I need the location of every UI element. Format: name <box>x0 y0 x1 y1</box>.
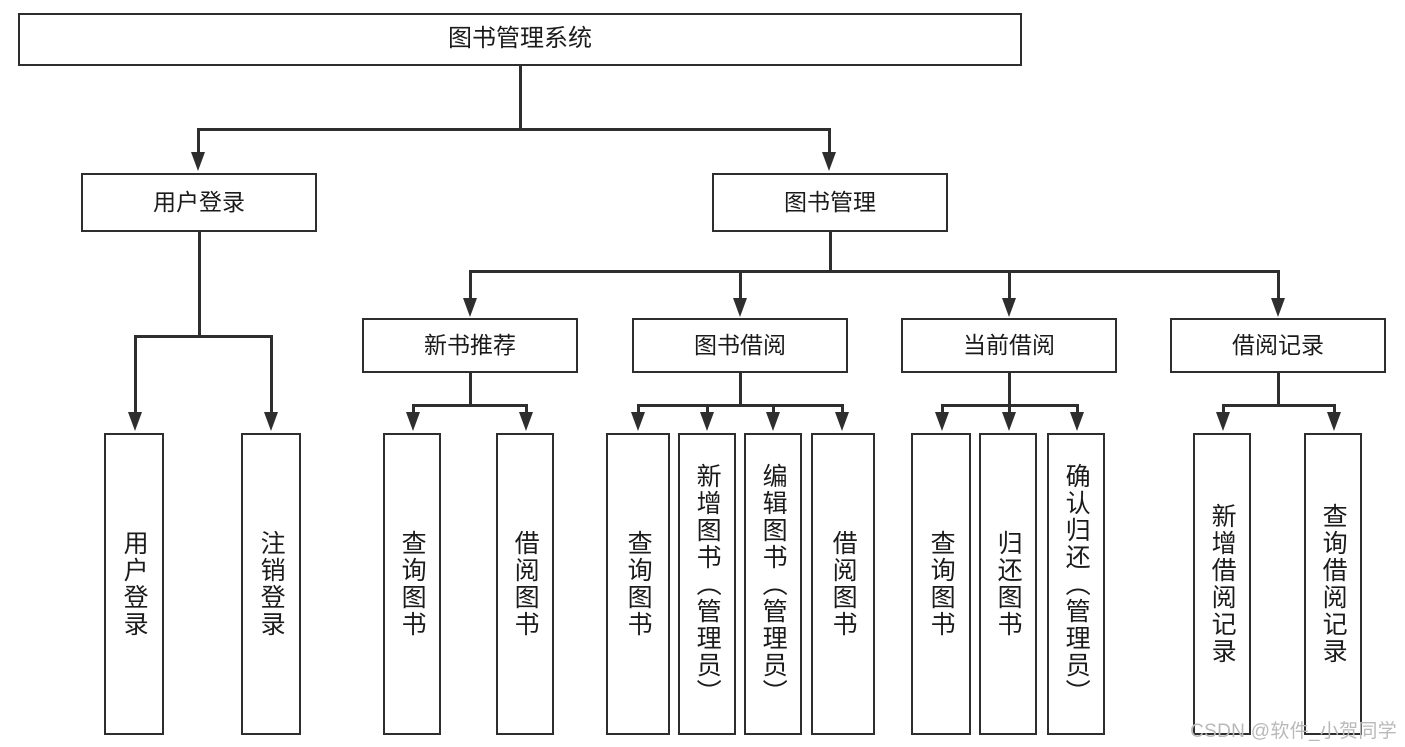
connector-level3-drop-3 <box>1008 270 1011 300</box>
connector-new-book-drop-2 <box>525 404 528 414</box>
leaf-add-book-admin[interactable]: 新增图书（管理员） <box>678 433 736 735</box>
leaf-query-book-3[interactable]: 查询图书 <box>911 433 971 735</box>
node-label: 当前借阅 <box>963 331 1055 358</box>
node-label: 确认归还（管理员） <box>1062 462 1091 706</box>
connector-book-borrow-drop-4 <box>841 404 844 414</box>
connector-book-borrow-drop-1 <box>637 404 640 414</box>
arrow-to-leaf-add-record <box>1216 412 1230 431</box>
node-label: 编辑图书（管理员） <box>759 462 788 706</box>
leaf-borrow-book-2[interactable]: 借阅图书 <box>811 433 875 735</box>
node-label: 图书管理系统 <box>448 25 592 53</box>
leaf-query-book-1[interactable]: 查询图书 <box>383 433 441 735</box>
leaf-borrow-book-1[interactable]: 借阅图书 <box>496 433 554 735</box>
arrow-to-new-book <box>463 298 477 317</box>
node-label: 图书借阅 <box>694 331 786 358</box>
arrow-to-book-borrow <box>733 298 747 317</box>
node-label: 查询借阅记录 <box>1319 503 1348 665</box>
leaf-edit-book-admin[interactable]: 编辑图书（管理员） <box>744 433 802 735</box>
arrow-to-user-login <box>191 152 205 171</box>
arrow-to-current-borrow <box>1002 298 1016 317</box>
connector-level2-drop-left <box>197 128 200 154</box>
arrow-to-leaf-query-book-2 <box>631 412 645 431</box>
leaf-logout[interactable]: 注销登录 <box>241 433 301 735</box>
connector-user-login-drop-1 <box>134 335 137 414</box>
connector-book-borrow-drop-3 <box>772 404 775 414</box>
connector-new-book-drop-1 <box>412 404 415 414</box>
leaf-query-borrow-record[interactable]: 查询借阅记录 <box>1304 433 1362 735</box>
connector-new-book-bar <box>412 404 527 407</box>
node-label: 查询图书 <box>624 530 653 638</box>
watermark-text: CSDN @软件_小贺同学 <box>1190 721 1397 742</box>
node-label: 注销登录 <box>257 530 286 638</box>
connector-current-borrow-drop-1 <box>941 404 944 414</box>
node-label: 新书推荐 <box>424 331 516 358</box>
arrow-to-leaf-edit-book <box>766 412 780 431</box>
node-new-book-recommend[interactable]: 新书推荐 <box>362 318 578 373</box>
connector-root-stem <box>519 66 522 128</box>
leaf-add-borrow-record[interactable]: 新增借阅记录 <box>1193 433 1251 735</box>
connector-book-borrow-stem <box>739 373 742 404</box>
node-label: 借阅记录 <box>1232 331 1324 358</box>
leaf-return-book[interactable]: 归还图书 <box>979 433 1037 735</box>
node-borrow-record[interactable]: 借阅记录 <box>1170 318 1386 373</box>
arrow-to-leaf-add-book <box>700 412 714 431</box>
node-label: 查询图书 <box>398 530 427 638</box>
arrow-to-borrow-record <box>1271 298 1285 317</box>
connector-book-manage-stem <box>829 232 832 270</box>
connector-user-login-bar <box>134 335 272 338</box>
node-root-system[interactable]: 图书管理系统 <box>18 13 1022 66</box>
node-label: 借阅图书 <box>829 530 858 638</box>
node-label: 归还图书 <box>994 530 1023 638</box>
node-label: 新增图书（管理员） <box>693 462 722 706</box>
connector-current-borrow-drop-2 <box>1008 404 1011 414</box>
connector-current-borrow-stem <box>1008 373 1011 404</box>
arrow-to-leaf-confirm-return <box>1070 412 1084 431</box>
arrow-to-leaf-borrow-book-2 <box>835 412 849 431</box>
arrow-to-leaf-return-book <box>1002 412 1016 431</box>
node-label: 图书管理 <box>784 188 876 215</box>
connector-level3-drop-1 <box>469 270 472 300</box>
node-user-login[interactable]: 用户登录 <box>81 173 317 232</box>
leaf-query-book-2[interactable]: 查询图书 <box>606 433 670 735</box>
node-label: 查询图书 <box>927 530 956 638</box>
connector-new-book-stem <box>469 373 472 404</box>
connector-level3-drop-2 <box>739 270 742 300</box>
arrow-to-book-manage <box>822 152 836 171</box>
node-label: 新增借阅记录 <box>1208 503 1237 665</box>
connector-borrow-record-drop-1 <box>1222 404 1225 414</box>
connector-level2-drop-right <box>828 128 831 154</box>
arrow-to-leaf-borrow-book-1 <box>519 412 533 431</box>
connector-level2-bar <box>197 128 831 131</box>
connector-current-borrow-drop-3 <box>1076 404 1079 414</box>
node-label: 借阅图书 <box>511 530 540 638</box>
node-label: 用户登录 <box>153 188 245 215</box>
connector-borrow-record-drop-2 <box>1333 404 1336 414</box>
arrow-to-leaf-query-record <box>1327 412 1341 431</box>
arrow-to-leaf-query-book-1 <box>406 412 420 431</box>
connector-book-borrow-drop-2 <box>706 404 709 414</box>
connector-user-login-stem <box>198 232 201 335</box>
arrow-to-leaf-user-login <box>128 412 142 431</box>
leaf-user-login[interactable]: 用户登录 <box>104 433 164 735</box>
node-label: 用户登录 <box>120 530 149 638</box>
connector-level3-drop-4 <box>1277 270 1280 300</box>
connector-book-borrow-bar <box>637 404 843 407</box>
connector-user-login-drop-2 <box>270 335 273 414</box>
node-current-borrow[interactable]: 当前借阅 <box>901 318 1117 373</box>
node-book-management[interactable]: 图书管理 <box>712 173 948 232</box>
leaf-confirm-return-admin[interactable]: 确认归还（管理员） <box>1047 433 1105 735</box>
connector-level3-bar <box>469 270 1279 273</box>
arrow-to-leaf-query-book-3 <box>935 412 949 431</box>
node-book-borrow[interactable]: 图书借阅 <box>632 318 848 373</box>
connector-borrow-record-bar <box>1222 404 1335 407</box>
arrow-to-leaf-logout <box>264 412 278 431</box>
connector-borrow-record-stem <box>1277 373 1280 404</box>
